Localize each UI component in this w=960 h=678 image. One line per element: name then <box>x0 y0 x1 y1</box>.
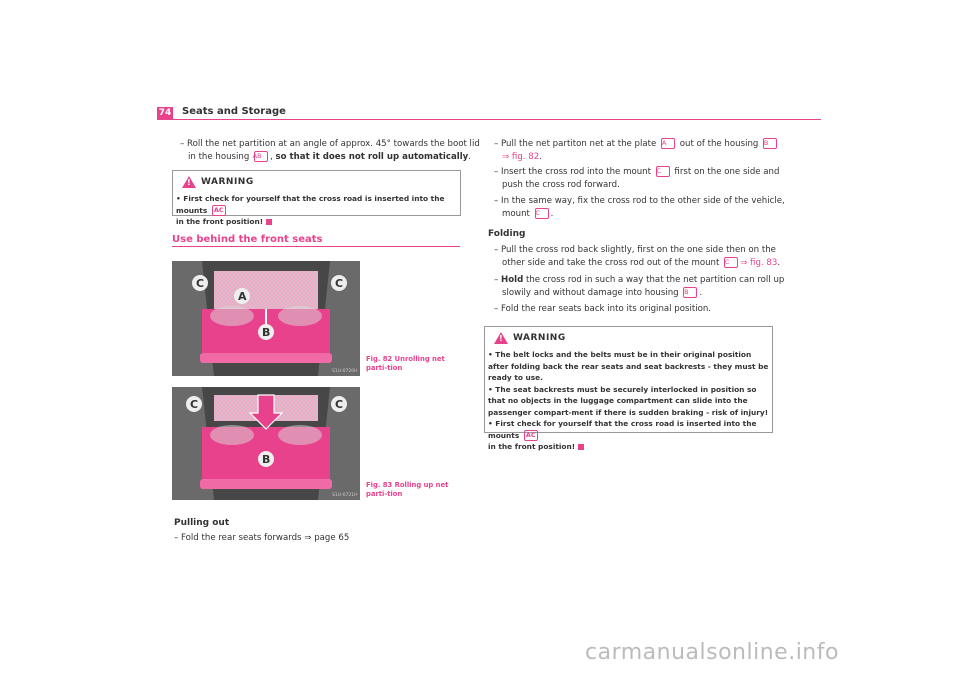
link-fig-83[interactable]: ⇒ fig. 83 <box>740 258 778 269</box>
figure-83-image: C C B S1U-0721H <box>172 387 360 500</box>
page-header-title: Seats and Storage <box>182 106 286 117</box>
fig83-label-b: B <box>262 453 270 466</box>
fig83-label-c-left: C <box>190 398 198 411</box>
ref-b: B <box>763 138 778 149</box>
warning-box-2: ! WARNING • The belt locks and the belts… <box>484 326 773 451</box>
fig82-code: S1U-0720H <box>332 368 357 374</box>
warning-icon: ! <box>494 332 508 344</box>
step-insert-rod: – Insert the cross rod into the mount C … <box>494 166 780 191</box>
step-roll-net: – Roll the net partition at an angle of … <box>180 139 480 163</box>
fig82-label-c-left: C <box>196 277 204 290</box>
step-pull-net: – Pull the net partiton net at the plate… <box>488 138 792 164</box>
step-pull-rod-back: – Pull the cross rod back slightly, firs… <box>494 245 781 269</box>
watermark: carmanualsonline.info <box>585 640 839 665</box>
step-hold-rod: – Hold the cross rod in such a way that … <box>494 275 785 299</box>
pulling-out-heading: Pulling out <box>174 518 230 528</box>
warning-heading: WARNING <box>201 177 254 187</box>
fig83-illustration: C C B S1U-0721H <box>172 387 360 500</box>
fig83-caption: Fig. 83 Rolling up net parti-tion <box>366 481 449 498</box>
ref-a: A <box>661 138 676 149</box>
fig83-label-c-right: C <box>335 398 343 411</box>
ref-c: C <box>534 208 549 220</box>
step-fold-back: – Fold the rear seats back into its orig… <box>494 304 712 314</box>
link-fig-82[interactable]: ⇒ fig. 82 <box>502 152 540 163</box>
fig83-code: S1U-0721H <box>332 492 357 498</box>
end-marker <box>578 444 585 450</box>
folding-heading: Folding <box>488 229 526 239</box>
down-arrow-icon <box>248 394 284 430</box>
fig82-label-b: B <box>262 326 270 339</box>
ref-b: B <box>683 287 698 299</box>
section-rule <box>172 246 460 247</box>
figure-82-image: C A C B S1U-0720H <box>172 261 360 376</box>
ref-ab: AB <box>253 151 269 163</box>
ref-c: C <box>655 166 670 177</box>
fig82-label-c-right: C <box>335 277 343 290</box>
ref-c: C <box>724 257 739 269</box>
ref-ac: AC <box>211 205 226 216</box>
page-number: 74 <box>157 107 173 120</box>
fig82-illustration: C A C B S1U-0720H <box>172 261 360 376</box>
warning-text: • First check for yourself that the cros… <box>176 194 445 226</box>
fig82-label-a: A <box>238 290 247 303</box>
warning-text: • The belt locks and the belts must be i… <box>488 350 769 451</box>
header-rule <box>173 119 821 120</box>
warning-box-1: ! WARNING • First check for yourself tha… <box>172 170 461 226</box>
section-title: Use behind the front seats <box>172 234 323 245</box>
warning-heading: WARNING <box>513 333 566 343</box>
step-fix-other-side: – In the same way, fix the cross rod to … <box>494 196 785 220</box>
step-fold-forwards: – Fold the rear seats forwards ⇒ page 65 <box>174 533 350 543</box>
warning-icon: ! <box>182 176 196 188</box>
fig82-caption: Fig. 82 Unrolling net parti-tion <box>366 355 445 372</box>
ref-ac: AC <box>523 430 538 441</box>
end-marker <box>266 219 273 225</box>
